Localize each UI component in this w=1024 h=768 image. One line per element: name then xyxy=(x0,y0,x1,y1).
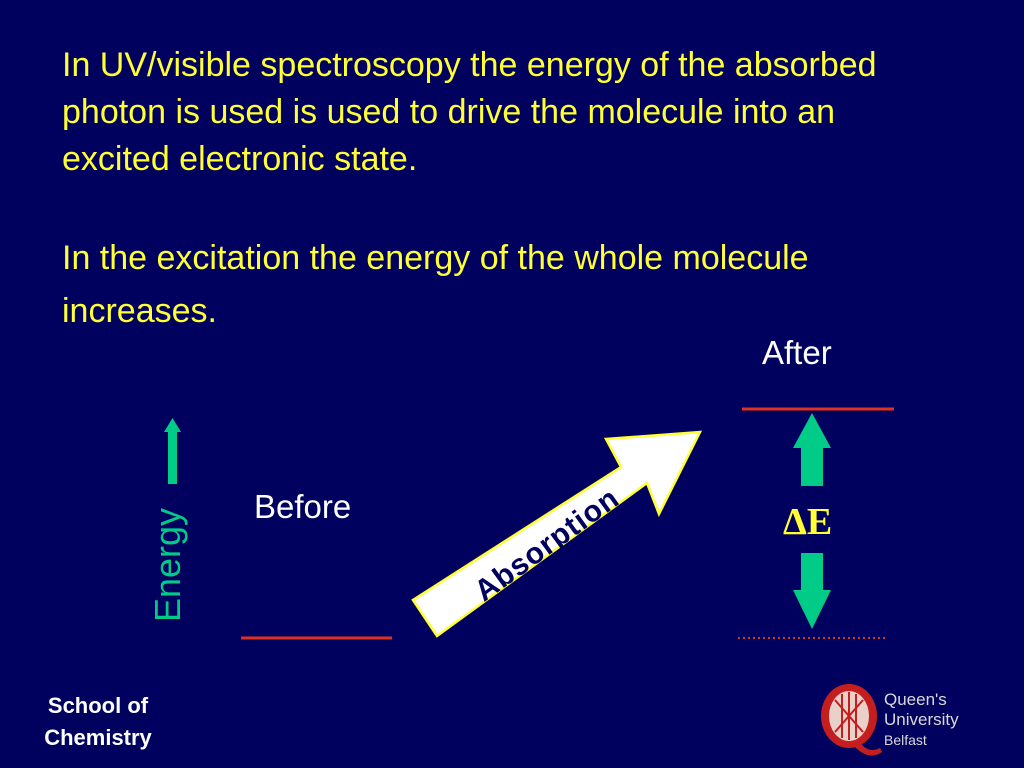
energy-axis-label: Energy xyxy=(147,507,188,623)
university-wordmark: Queen's University Belfast xyxy=(884,690,1024,750)
school-line-1: School of xyxy=(47,693,149,718)
delta-e-label: ΔE xyxy=(783,501,833,543)
delta-down-arrow xyxy=(793,553,831,629)
university-name: Queen's University xyxy=(884,690,959,729)
absorption-arrow-label: Absorption xyxy=(469,481,626,608)
absorption-arrow: Absorption xyxy=(411,430,703,638)
university-city: Belfast xyxy=(884,732,927,748)
intro-paragraph: In UV/visible spectroscopy the energy of… xyxy=(62,46,877,178)
delta-up-arrow xyxy=(793,413,831,486)
university-logo-icon xyxy=(821,684,882,756)
after-label: After xyxy=(762,334,832,371)
before-label: Before xyxy=(254,488,352,525)
excitation-paragraph: In the excitation the energy of the whol… xyxy=(62,239,809,330)
school-name: School of Chemistry xyxy=(28,690,168,754)
school-line-2: Chemistry xyxy=(44,725,152,750)
energy-axis-arrow xyxy=(164,418,181,484)
